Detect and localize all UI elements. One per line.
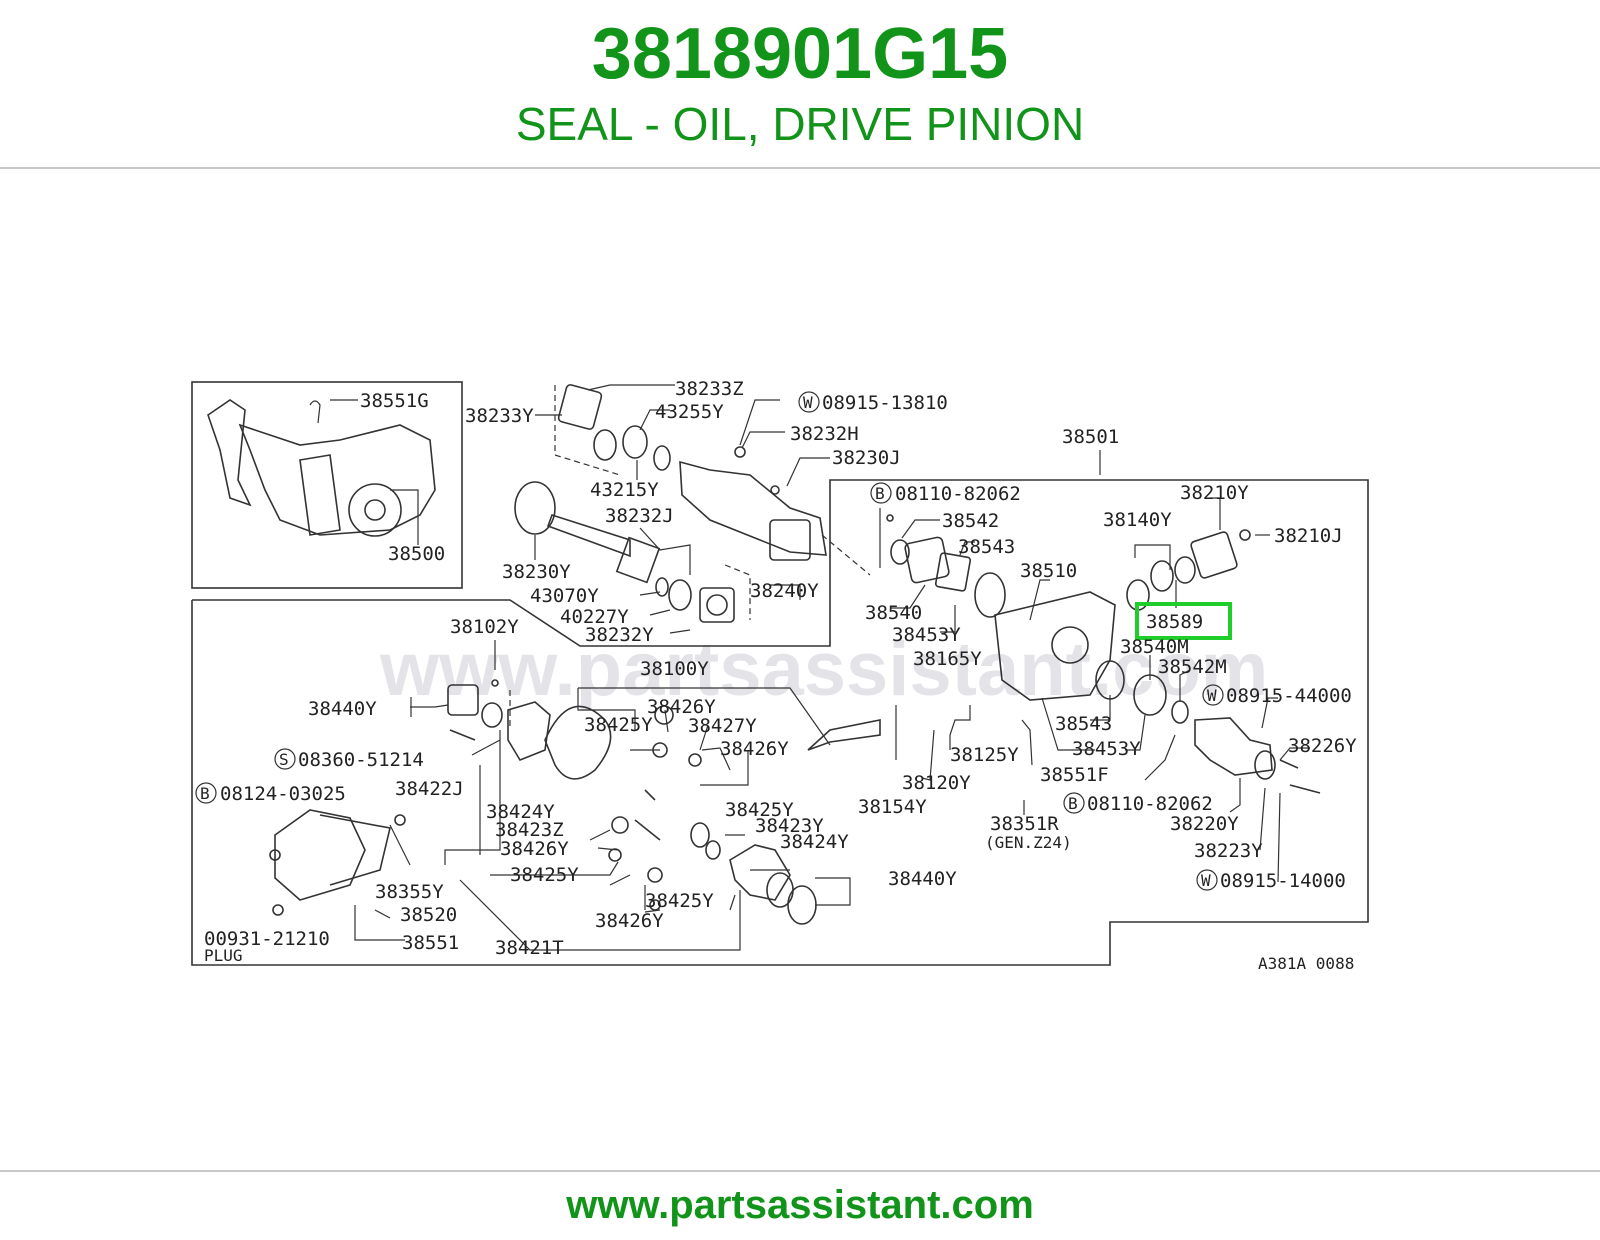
- label-38427Y: 38427Y: [688, 715, 757, 737]
- label-38425Y-1: 38425Y: [584, 714, 653, 736]
- label-38232J: 38232J: [605, 505, 674, 527]
- part-number: 3818901G15: [591, 14, 1009, 94]
- label-40227Y: 40227Y: [560, 606, 629, 628]
- label-43070Y: 43070Y: [530, 585, 599, 607]
- label-38230Y: 38230Y: [502, 561, 571, 583]
- label-38423Z: 38423Z: [495, 819, 564, 841]
- label-38232H: 38232H: [790, 423, 859, 445]
- label-38154Y: 38154Y: [858, 796, 927, 818]
- label-38223Y: 38223Y: [1194, 840, 1263, 862]
- diagram-code: A381A 0088: [1258, 954, 1354, 973]
- label-38100Y: 38100Y: [640, 658, 709, 680]
- label-plug-number: 00931-21210: [204, 928, 330, 950]
- label-38589[interactable]: 38589: [1146, 611, 1203, 633]
- label-38424Y-1: 38424Y: [486, 801, 555, 823]
- parts-diagram-svg: www.partsassistant.com: [191, 378, 1369, 973]
- label-38240Y: 38240Y: [750, 580, 819, 602]
- label-38520: 38520: [400, 904, 457, 926]
- label-38425Y-4: 38425Y: [645, 890, 714, 912]
- label-08360-51214: 08360-51214: [298, 749, 424, 771]
- label-plug: PLUG: [204, 946, 243, 965]
- label-38500: 38500: [388, 543, 445, 565]
- label-38421T: 38421T: [495, 937, 564, 959]
- label-38426Y-4: 38426Y: [595, 910, 664, 932]
- label-38540: 38540: [865, 602, 922, 624]
- label-38230J: 38230J: [832, 447, 901, 469]
- label-38426Y-3: 38426Y: [500, 838, 569, 860]
- label-38232Y: 38232Y: [585, 624, 654, 646]
- label-38510: 38510: [1020, 560, 1077, 582]
- prefix-b-1: B: [875, 484, 885, 503]
- label-38551G: 38551G: [360, 390, 429, 412]
- label-gen-z24: (GEN.Z24): [985, 833, 1072, 852]
- label-38440Y-right: 38440Y: [888, 868, 957, 890]
- parts-diagram: www.partsassistant.com: [190, 330, 1415, 1010]
- label-38424Y-2: 38424Y: [780, 831, 849, 853]
- label-38426Y-2: 38426Y: [720, 738, 789, 760]
- prefix-w-3: W: [1201, 871, 1211, 890]
- header-divider: [0, 167, 1600, 169]
- label-38425Y-2: 38425Y: [725, 799, 794, 821]
- label-38551F: 38551F: [1040, 764, 1109, 786]
- prefix-b-3: B: [200, 784, 210, 803]
- label-38140Y: 38140Y: [1103, 509, 1172, 531]
- axle-housing-illustration: [207, 399, 436, 537]
- inset-frame: [191, 381, 463, 589]
- prefix-b-2: B: [1068, 794, 1078, 813]
- label-08110-82062-top: 08110-82062: [895, 483, 1021, 505]
- label-38542: 38542: [942, 510, 999, 532]
- label-38543-top: 38543: [958, 536, 1015, 558]
- label-38210Y: 38210Y: [1180, 482, 1249, 504]
- label-38233Z: 38233Z: [675, 378, 744, 400]
- label-38425Y-3: 38425Y: [510, 864, 579, 886]
- label-43255Y: 43255Y: [655, 401, 724, 423]
- label-38540M: 38540M: [1120, 636, 1189, 658]
- label-38543-bottom: 38543: [1055, 713, 1112, 735]
- label-38501: 38501: [1062, 426, 1119, 448]
- label-38440Y-left: 38440Y: [308, 698, 377, 720]
- label-38125Y: 38125Y: [950, 744, 1019, 766]
- header: 3818901G15 SEAL - OIL, DRIVE PINION: [0, 0, 1600, 170]
- label-08915-44000: 08915-44000: [1226, 685, 1352, 707]
- label-38542M: 38542M: [1158, 656, 1227, 678]
- label-38426Y-1: 38426Y: [647, 696, 716, 718]
- differential-illustration: [269, 679, 881, 925]
- label-38210J: 38210J: [1274, 525, 1343, 547]
- assembly-frame: [191, 479, 1369, 966]
- label-38351R: 38351R: [990, 813, 1059, 835]
- carrier-illustration: [886, 514, 1321, 794]
- prefix-w-1: W: [803, 393, 813, 412]
- footer-divider: [0, 1170, 1600, 1172]
- prefix-s-1: S: [279, 750, 289, 769]
- part-description: SEAL - OIL, DRIVE PINION: [515, 98, 1085, 150]
- label-38453Y-top: 38453Y: [892, 624, 961, 646]
- label-38355Y: 38355Y: [375, 881, 444, 903]
- label-43215Y: 43215Y: [590, 479, 659, 501]
- label-08915-13810: 08915-13810: [822, 392, 948, 414]
- label-38120Y: 38120Y: [902, 772, 971, 794]
- label-38102Y: 38102Y: [450, 616, 519, 638]
- axle-shaft-illustration: [514, 384, 827, 623]
- label-08110-82062-bottom: 08110-82062: [1087, 793, 1213, 815]
- label-38551: 38551: [402, 932, 459, 954]
- label-38165Y: 38165Y: [913, 648, 982, 670]
- label-08124-03025: 08124-03025: [220, 783, 346, 805]
- label-38453Y-bottom: 38453Y: [1072, 738, 1141, 760]
- label-38423Y: 38423Y: [755, 815, 824, 837]
- prefix-w-2: W: [1207, 686, 1217, 705]
- watermark: www.partsassistant.com: [379, 627, 1268, 712]
- footer-url[interactable]: www.partsassistant.com: [566, 1183, 1034, 1227]
- label-38226Y: 38226Y: [1288, 735, 1357, 757]
- label-38220Y: 38220Y: [1170, 813, 1239, 835]
- label-38233Y: 38233Y: [465, 405, 534, 427]
- label-38422J: 38422J: [395, 778, 464, 800]
- highlight-38589[interactable]: [1135, 602, 1232, 640]
- label-08915-14000: 08915-14000: [1220, 870, 1346, 892]
